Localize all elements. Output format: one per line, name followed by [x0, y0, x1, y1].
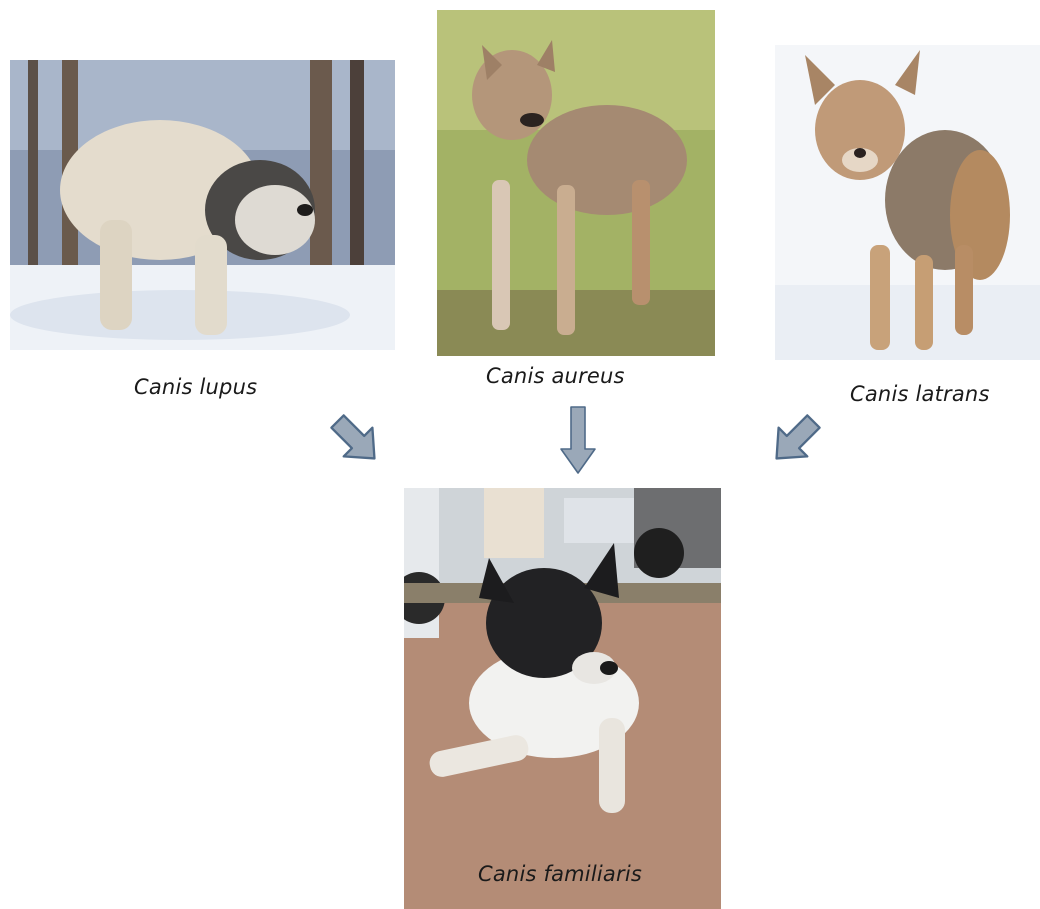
dog-photo	[404, 488, 721, 909]
arrow-wolf-to-dog	[327, 410, 385, 470]
wolf-photo	[10, 60, 395, 350]
arrow-coyote-to-dog	[766, 410, 824, 470]
caption-canis-aureus: Canis aureus	[486, 364, 625, 388]
jackal-photo	[437, 10, 715, 356]
caption-canis-familiaris: Canis familiaris	[478, 862, 642, 886]
caption-canis-lupus: Canis lupus	[134, 375, 257, 399]
caption-canis-latrans: Canis latrans	[850, 382, 990, 406]
coyote-photo	[775, 45, 1040, 360]
arrow-jackal-to-dog	[558, 405, 598, 475]
